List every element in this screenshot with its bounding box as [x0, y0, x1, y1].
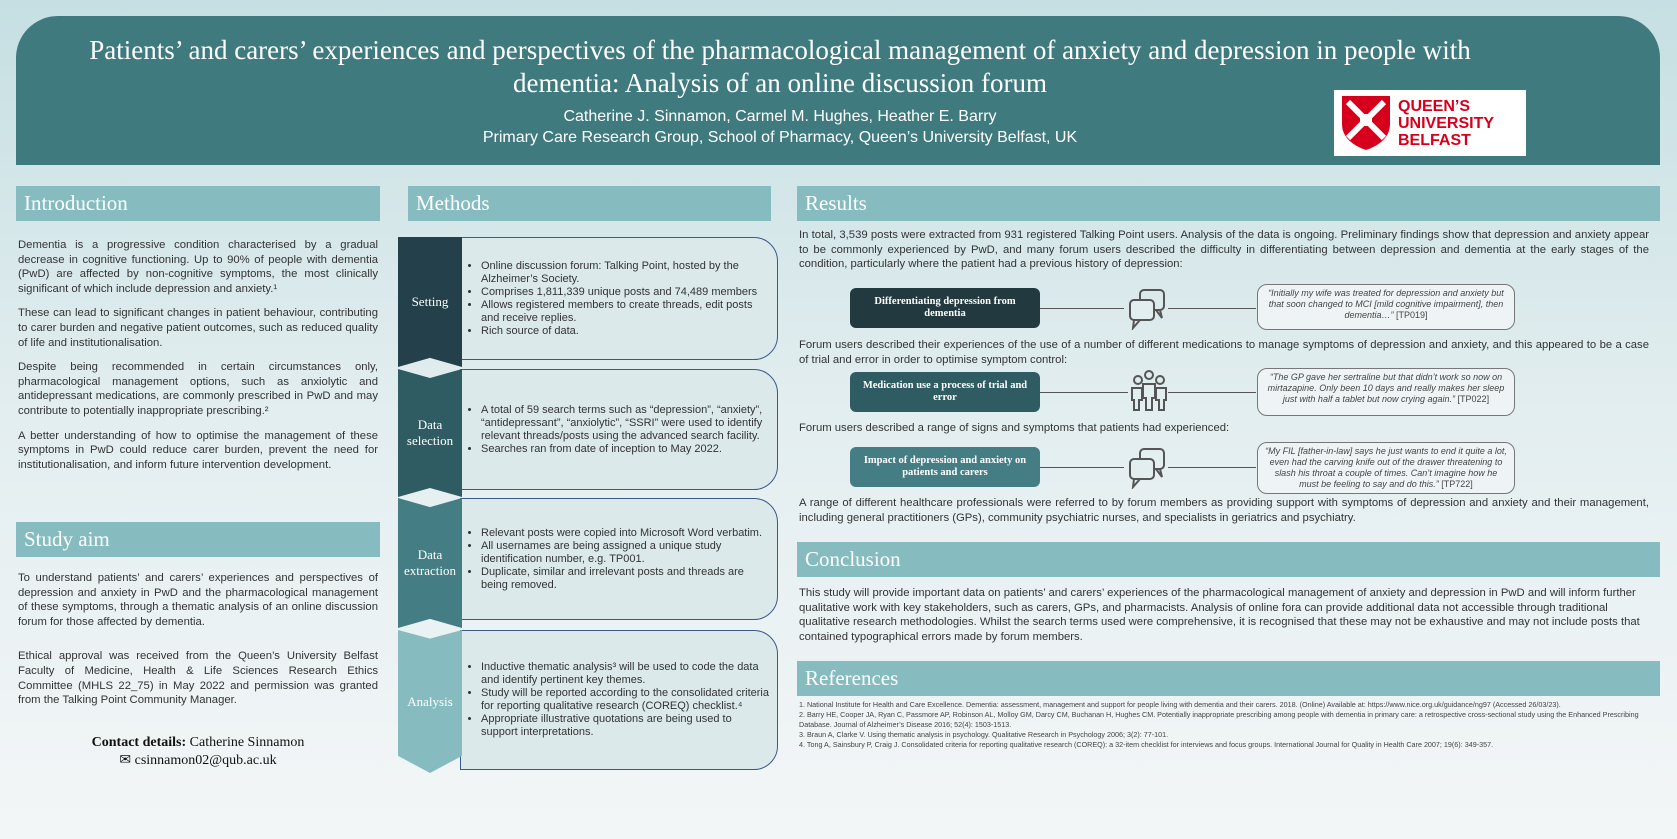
quote-id: [TP722]	[1441, 479, 1473, 489]
chevron-setting: Setting	[398, 237, 462, 367]
reference-item: 3. Braun A, Clarke V. Using thematic ana…	[799, 730, 1169, 739]
reference-item: 1. National Institute for Health and Car…	[799, 700, 1561, 709]
results-outro: A range of different healthcare professi…	[799, 497, 1649, 524]
study-aim-heading: Study aim	[16, 522, 380, 557]
paragraph: A better understanding of how to optimis…	[18, 429, 378, 471]
quote-bubble: “The GP gave her sertraline but that did…	[1257, 368, 1515, 416]
quote-text: “The GP gave her sertraline but that did…	[1267, 372, 1505, 404]
chat-bubbles-icon	[1129, 289, 1165, 330]
poster-title: Patients’ and carers’ experiences and pe…	[89, 35, 1471, 98]
step-label: Analysis	[407, 693, 453, 709]
bullet: Comprises 1,811,339 unique posts and 74,…	[481, 286, 769, 299]
method-step-data-extraction: Relevant posts were copied into Microsof…	[460, 498, 778, 620]
chevron-data-selection: Data selection	[398, 369, 462, 497]
reference-item: 4. Tong A, Sainsbury P, Craig J. Consoli…	[799, 740, 1494, 749]
method-step-analysis: Inductive thematic analysis³ will be use…	[460, 630, 778, 770]
paragraph: These can lead to significant changes in…	[18, 307, 378, 349]
bullet: Rich source of data.	[481, 325, 769, 338]
introduction-heading: Introduction	[16, 186, 380, 221]
logo-line: UNIVERSITY	[1398, 114, 1495, 132]
chevron-data-extraction: Data extraction	[398, 498, 462, 628]
envelope-icon: ✉	[119, 753, 132, 768]
connector-line	[1168, 467, 1256, 468]
contact-details: Contact details: Catherine Sinnamon ✉ cs…	[18, 734, 378, 770]
logo-line: QUEEN’S	[1398, 97, 1471, 115]
introduction-text: Dementia is a progressive condition char…	[18, 238, 378, 482]
authors: Catherine J. Sinnamon, Carmel M. Hughes,…	[60, 106, 1500, 148]
people-group-icon	[1131, 370, 1167, 411]
theme-box: Differentiating depression from dementia	[850, 288, 1040, 328]
bullet: Duplicate, similar and irrelevant posts …	[481, 566, 769, 592]
conclusion-text: This study will provide important data o…	[799, 587, 1640, 643]
paragraph: To understand patients’ and carers’ expe…	[18, 572, 378, 628]
quote-bubble: “My FIL [father-in-law] says he just wan…	[1257, 442, 1515, 494]
bullet: Inductive thematic analysis³ will be use…	[481, 661, 769, 687]
reference-item: 2. Barry HE, Cooper JA, Ryan C, Passmore…	[799, 710, 1639, 729]
author-names: Catherine J. Sinnamon, Carmel M. Hughes,…	[563, 108, 997, 125]
references-list: 1. National Institute for Health and Car…	[799, 700, 1639, 750]
method-step-setting: Online discussion forum: Talking Point, …	[460, 237, 778, 360]
step-label: Setting	[411, 294, 449, 309]
chat-bubbles-icon	[1129, 448, 1165, 489]
connector-line	[1040, 392, 1128, 393]
references-heading: References	[797, 661, 1660, 696]
contact-name: Catherine Sinnamon	[189, 735, 305, 750]
results-intro: In total, 3,539 posts were extracted fro…	[799, 229, 1649, 271]
connector-line	[1040, 308, 1124, 309]
bullet: Searches ran from date of inception to M…	[481, 443, 769, 456]
crest-icon	[1342, 96, 1390, 150]
paragraph: Ethical approval was received from the Q…	[18, 650, 378, 707]
quote-text: “Initially my wife was treated for depre…	[1268, 288, 1504, 320]
study-aim-text: To understand patients’ and carers’ expe…	[18, 571, 378, 718]
theme-box: Medication use a process of trial and er…	[850, 372, 1040, 412]
bullet: Relevant posts were copied into Microsof…	[481, 527, 769, 540]
paragraph: Dementia is a progressive condition char…	[18, 239, 378, 295]
quote-text: “My FIL [father-in-law] says he just wan…	[1265, 446, 1507, 489]
bullet: All usernames are being assigned a uniqu…	[481, 540, 769, 566]
bullet: A total of 59 search terms such as “depr…	[481, 404, 769, 443]
logo-line: BELFAST	[1398, 131, 1471, 149]
contact-label: Contact details:	[91, 735, 187, 750]
method-step-data-selection: A total of 59 search terms such as “depr…	[460, 369, 778, 490]
connector-line	[1168, 308, 1256, 309]
bullet: Online discussion forum: Talking Point, …	[481, 260, 769, 286]
bullet: Allows registered members to create thre…	[481, 299, 769, 325]
conclusion-heading: Conclusion	[797, 542, 1660, 577]
results-mid2: Forum users described a range of signs a…	[799, 422, 1230, 434]
quote-id: [TP022]	[1457, 394, 1490, 404]
quote-id: [TP019]	[1396, 310, 1428, 320]
paragraph: Despite being recommended in certain cir…	[18, 361, 378, 417]
step-label: Data selection	[406, 417, 454, 448]
step-label: Data extraction	[404, 547, 456, 578]
bullet: Study will be reported according to the …	[481, 687, 769, 713]
chevron-analysis: Analysis	[398, 630, 462, 773]
connector-line	[1168, 392, 1256, 393]
results-heading: Results	[797, 186, 1660, 221]
email-link[interactable]: csinnamon02@qub.ac.uk	[134, 753, 277, 768]
quote-bubble: “Initially my wife was treated for depre…	[1257, 284, 1515, 330]
bullet: Appropriate illustrative quotations are …	[481, 713, 769, 739]
methods-heading: Methods	[408, 186, 771, 221]
connector-line	[1040, 467, 1124, 468]
theme-box: Impact of depression and anxiety on pati…	[850, 447, 1040, 487]
results-mid1: Forum users described their experiences …	[799, 339, 1649, 366]
affiliation: Primary Care Research Group, School of P…	[482, 129, 1078, 146]
